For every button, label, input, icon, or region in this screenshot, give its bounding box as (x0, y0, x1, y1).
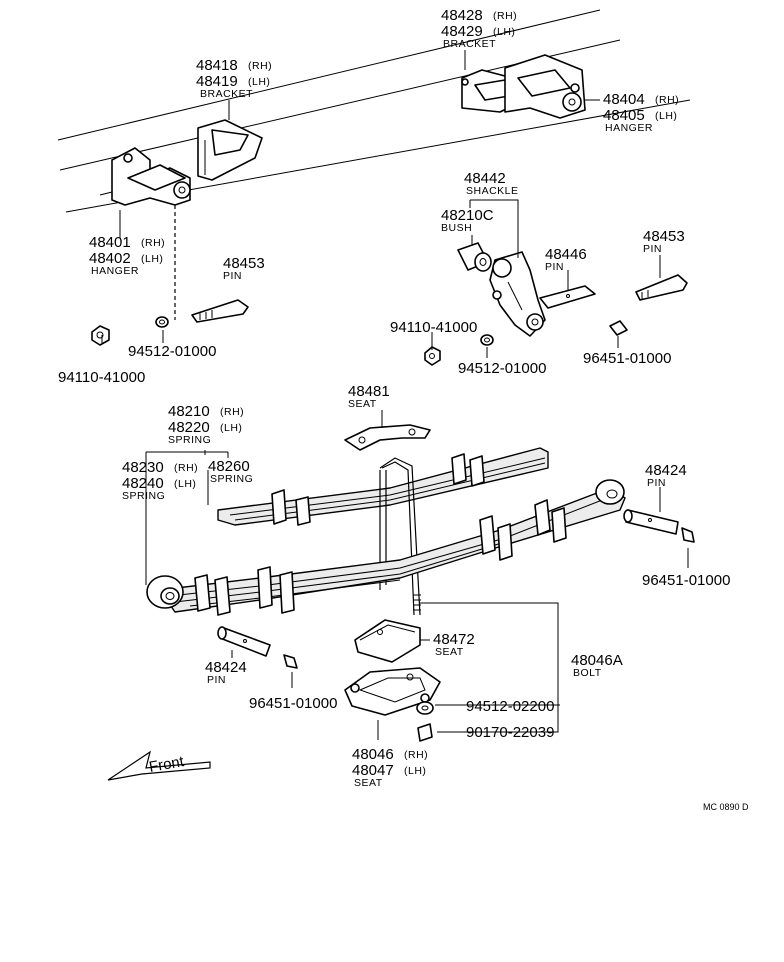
label-48446: 48446 (545, 246, 587, 263)
label-48230: 48230 (122, 459, 164, 476)
lh-tag: (LH) (493, 26, 515, 38)
label-48453-front: 48453 (223, 255, 265, 272)
label-shackle: SHACKLE (466, 185, 519, 197)
lh-tag: (LH) (404, 765, 426, 777)
lower-seat (344, 667, 441, 716)
label-48418: 48418 (196, 57, 238, 74)
label-48046A: 48046A (571, 652, 623, 669)
label-pin-front: PIN (223, 270, 242, 282)
label-bracket-rear: BRACKET (443, 38, 496, 50)
label-94110-mid: 94110-41000 (390, 319, 477, 336)
label-seat-lower: SEAT (354, 777, 383, 789)
label-48401: 48401 (89, 234, 131, 251)
left-grease-fitting (283, 654, 298, 669)
lh-tag: (LH) (220, 422, 242, 434)
rear-hanger (504, 54, 586, 119)
label-hanger-front: HANGER (91, 265, 139, 277)
mid-washer (480, 334, 494, 346)
label-96451-left: 96451-01000 (249, 695, 337, 712)
rh-tag: (RH) (174, 462, 198, 474)
label-94512-left: 94512-01000 (128, 343, 216, 360)
label-96451-upper: 96451-01000 (583, 350, 671, 367)
label-48424-right: 48424 (645, 462, 687, 479)
front-nut (91, 325, 110, 346)
label-48210: 48210 (168, 403, 210, 420)
label-pin-left: PIN (207, 674, 226, 686)
label-48472: 48472 (433, 631, 475, 648)
label-94512-mid: 94512-01000 (458, 360, 546, 377)
label-48240: 48240 (122, 475, 164, 492)
lh-tag: (LH) (655, 110, 677, 122)
bolt-washer (416, 701, 434, 715)
rh-tag: (RH) (220, 406, 244, 418)
front-arrow (107, 750, 211, 781)
label-seat-mid: SEAT (435, 646, 464, 658)
right-grease-fitting (681, 527, 695, 543)
label-48402: 48402 (89, 250, 131, 267)
upper-grease-fitting (609, 320, 628, 336)
rear-pin (635, 274, 688, 301)
label-spring-helper: SPRING (210, 473, 253, 485)
label-seat-upper: SEAT (348, 398, 377, 410)
front-bracket (197, 119, 263, 181)
rh-tag: (RH) (248, 60, 272, 72)
helper-spring (217, 447, 549, 526)
label-hanger-rear: HANGER (605, 122, 653, 134)
label-48404: 48404 (603, 91, 645, 108)
front-washer (155, 316, 169, 328)
rh-tag: (RH) (493, 10, 517, 22)
reference-code: MC 0890 D (703, 802, 749, 812)
label-96451-right: 96451-01000 (642, 572, 730, 589)
label-94512-bolt: 94512-02200 (466, 698, 554, 715)
label-front: Front (148, 753, 186, 776)
front-pin (191, 299, 249, 323)
label-48429: 48429 (441, 23, 483, 40)
rh-tag: (RH) (655, 94, 679, 106)
upper-seat (344, 424, 431, 451)
label-bracket-front: BRACKET (200, 88, 253, 100)
rh-tag: (RH) (404, 749, 428, 761)
shackle (489, 251, 546, 337)
main-spring (146, 479, 626, 616)
label-94110-left: 94110-41000 (58, 369, 145, 386)
label-48047: 48047 (352, 762, 394, 779)
label-90170: 90170-22039 (466, 724, 554, 741)
label-pin-right: PIN (647, 477, 666, 489)
label-pin-shackle: PIN (545, 261, 564, 273)
label-bolt: BOLT (573, 667, 602, 679)
mid-seat (354, 619, 421, 663)
label-48442: 48442 (464, 170, 506, 187)
lh-tag: (LH) (174, 478, 196, 490)
shackle-bush (457, 242, 492, 272)
leader-lines (101, 50, 689, 740)
label-spring: SPRING (122, 490, 165, 502)
label-pin-rear: PIN (643, 243, 662, 255)
label-48220: 48220 (168, 419, 210, 436)
front-hanger (99, 147, 191, 206)
label-48453-rear: 48453 (643, 228, 685, 245)
shackle-pin (539, 285, 596, 309)
label-48481: 48481 (348, 383, 390, 400)
label-48046: 48046 (352, 746, 394, 763)
label-48424-left: 48424 (205, 659, 247, 676)
lh-tag: (LH) (248, 76, 270, 88)
label-48260: 48260 (208, 458, 250, 475)
left-pin (217, 626, 271, 657)
bolt-nut (417, 723, 433, 742)
label-spring-main: SPRING (168, 434, 211, 446)
lh-tag: (LH) (141, 253, 163, 265)
label-48419: 48419 (196, 73, 238, 90)
label-48405: 48405 (603, 107, 645, 124)
right-pin (623, 509, 679, 535)
rh-tag: (RH) (141, 237, 165, 249)
label-48428: 48428 (441, 7, 483, 24)
label-bush: BUSH (441, 222, 472, 234)
label-48210C: 48210C (441, 207, 494, 224)
